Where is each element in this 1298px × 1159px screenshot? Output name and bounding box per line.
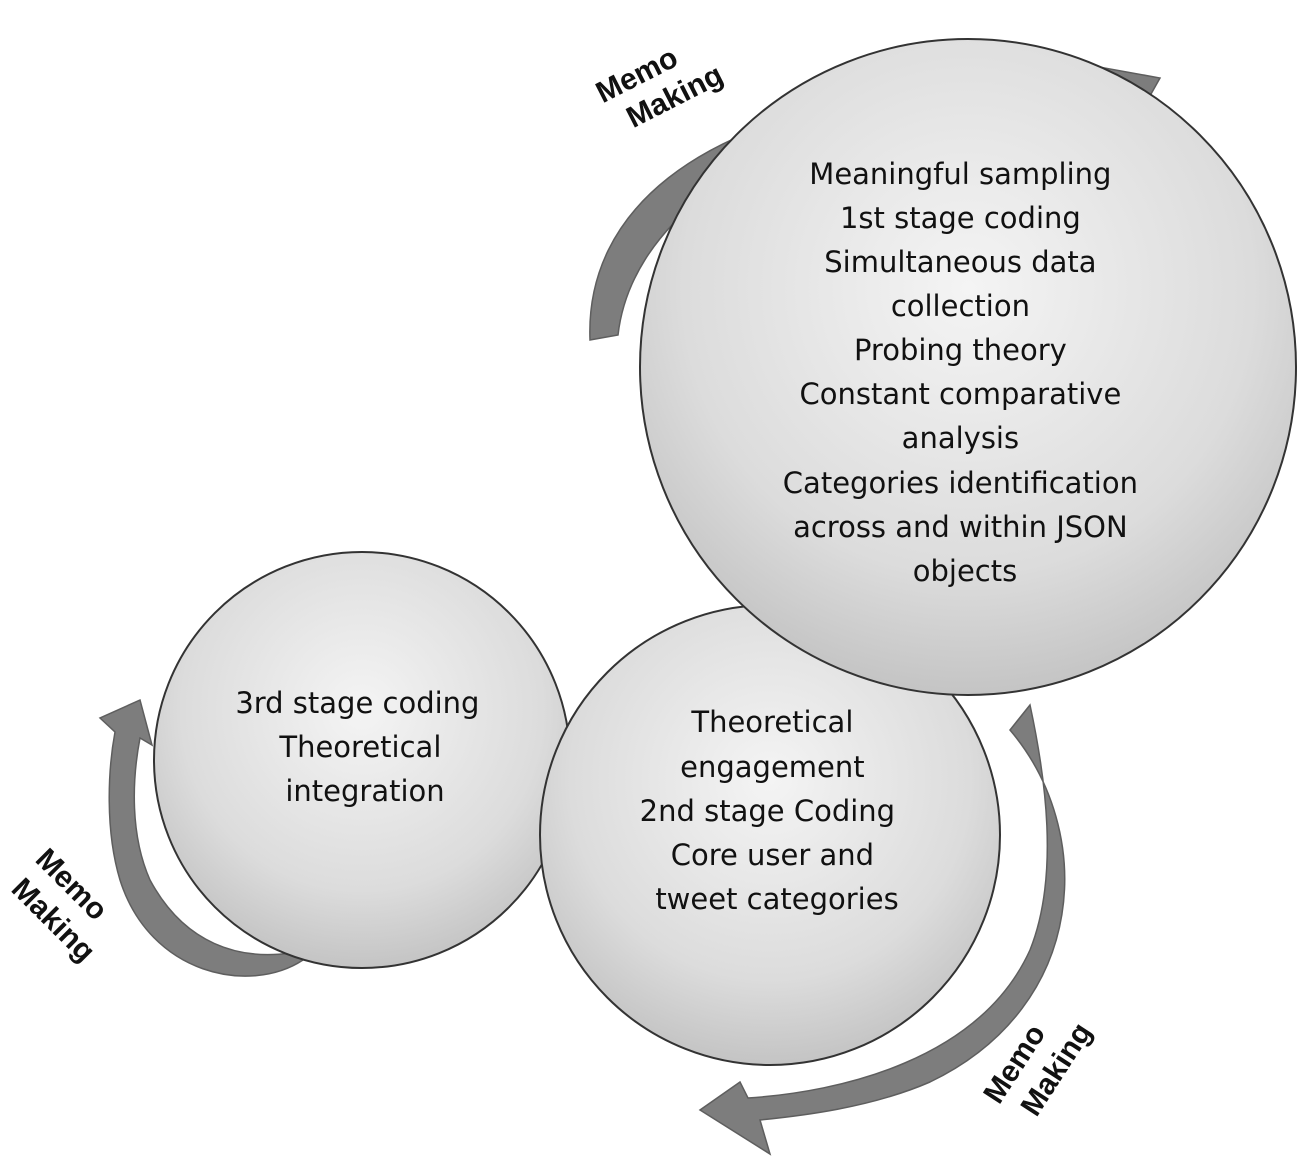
circle-2-line: Core user and [671,838,874,872]
circle-1-line: across and within JSON [793,510,1128,544]
circle-1-line: analysis [902,421,1019,455]
circle-1-line: 1st stage coding [840,201,1081,235]
memo-label-left: Memo Making [2,842,128,968]
circle-3-line: 3rd stage coding [235,686,479,720]
circle-2-line: tweet categories [655,882,898,916]
circle-2-line: 2nd stage Coding [640,794,895,828]
circle-stage-3-text: 3rd stage coding Theoretical integration [235,686,488,808]
circle-stage-1 [639,38,1297,696]
memo-label-top: Memo Making [591,26,729,142]
memo-arrow-left [98,698,305,977]
circle-1-line: collection [891,289,1030,323]
circle-1-line: Constant comparative [799,377,1121,411]
circle-1-line: Categories identification [783,466,1138,500]
circle-3-line: integration [285,774,444,808]
circle-1-line: Meaningful sampling [809,157,1111,191]
circle-2-line: engagement [680,750,865,784]
circle-3-line: Theoretical [278,730,441,764]
circle-1-line: Simultaneous data [824,245,1096,279]
circle-2-line: Theoretical [690,705,853,739]
circle-stage-2-text: Theoretical engagement 2nd stage Coding … [640,705,905,916]
circle-stage-1-text: Meaningful sampling 1st stage coding Sim… [783,157,1147,588]
memo-arrow-bottom-right [698,703,1066,1156]
circle-1-line: Probing theory [854,333,1067,367]
circle-1-line: objects [913,554,1017,588]
